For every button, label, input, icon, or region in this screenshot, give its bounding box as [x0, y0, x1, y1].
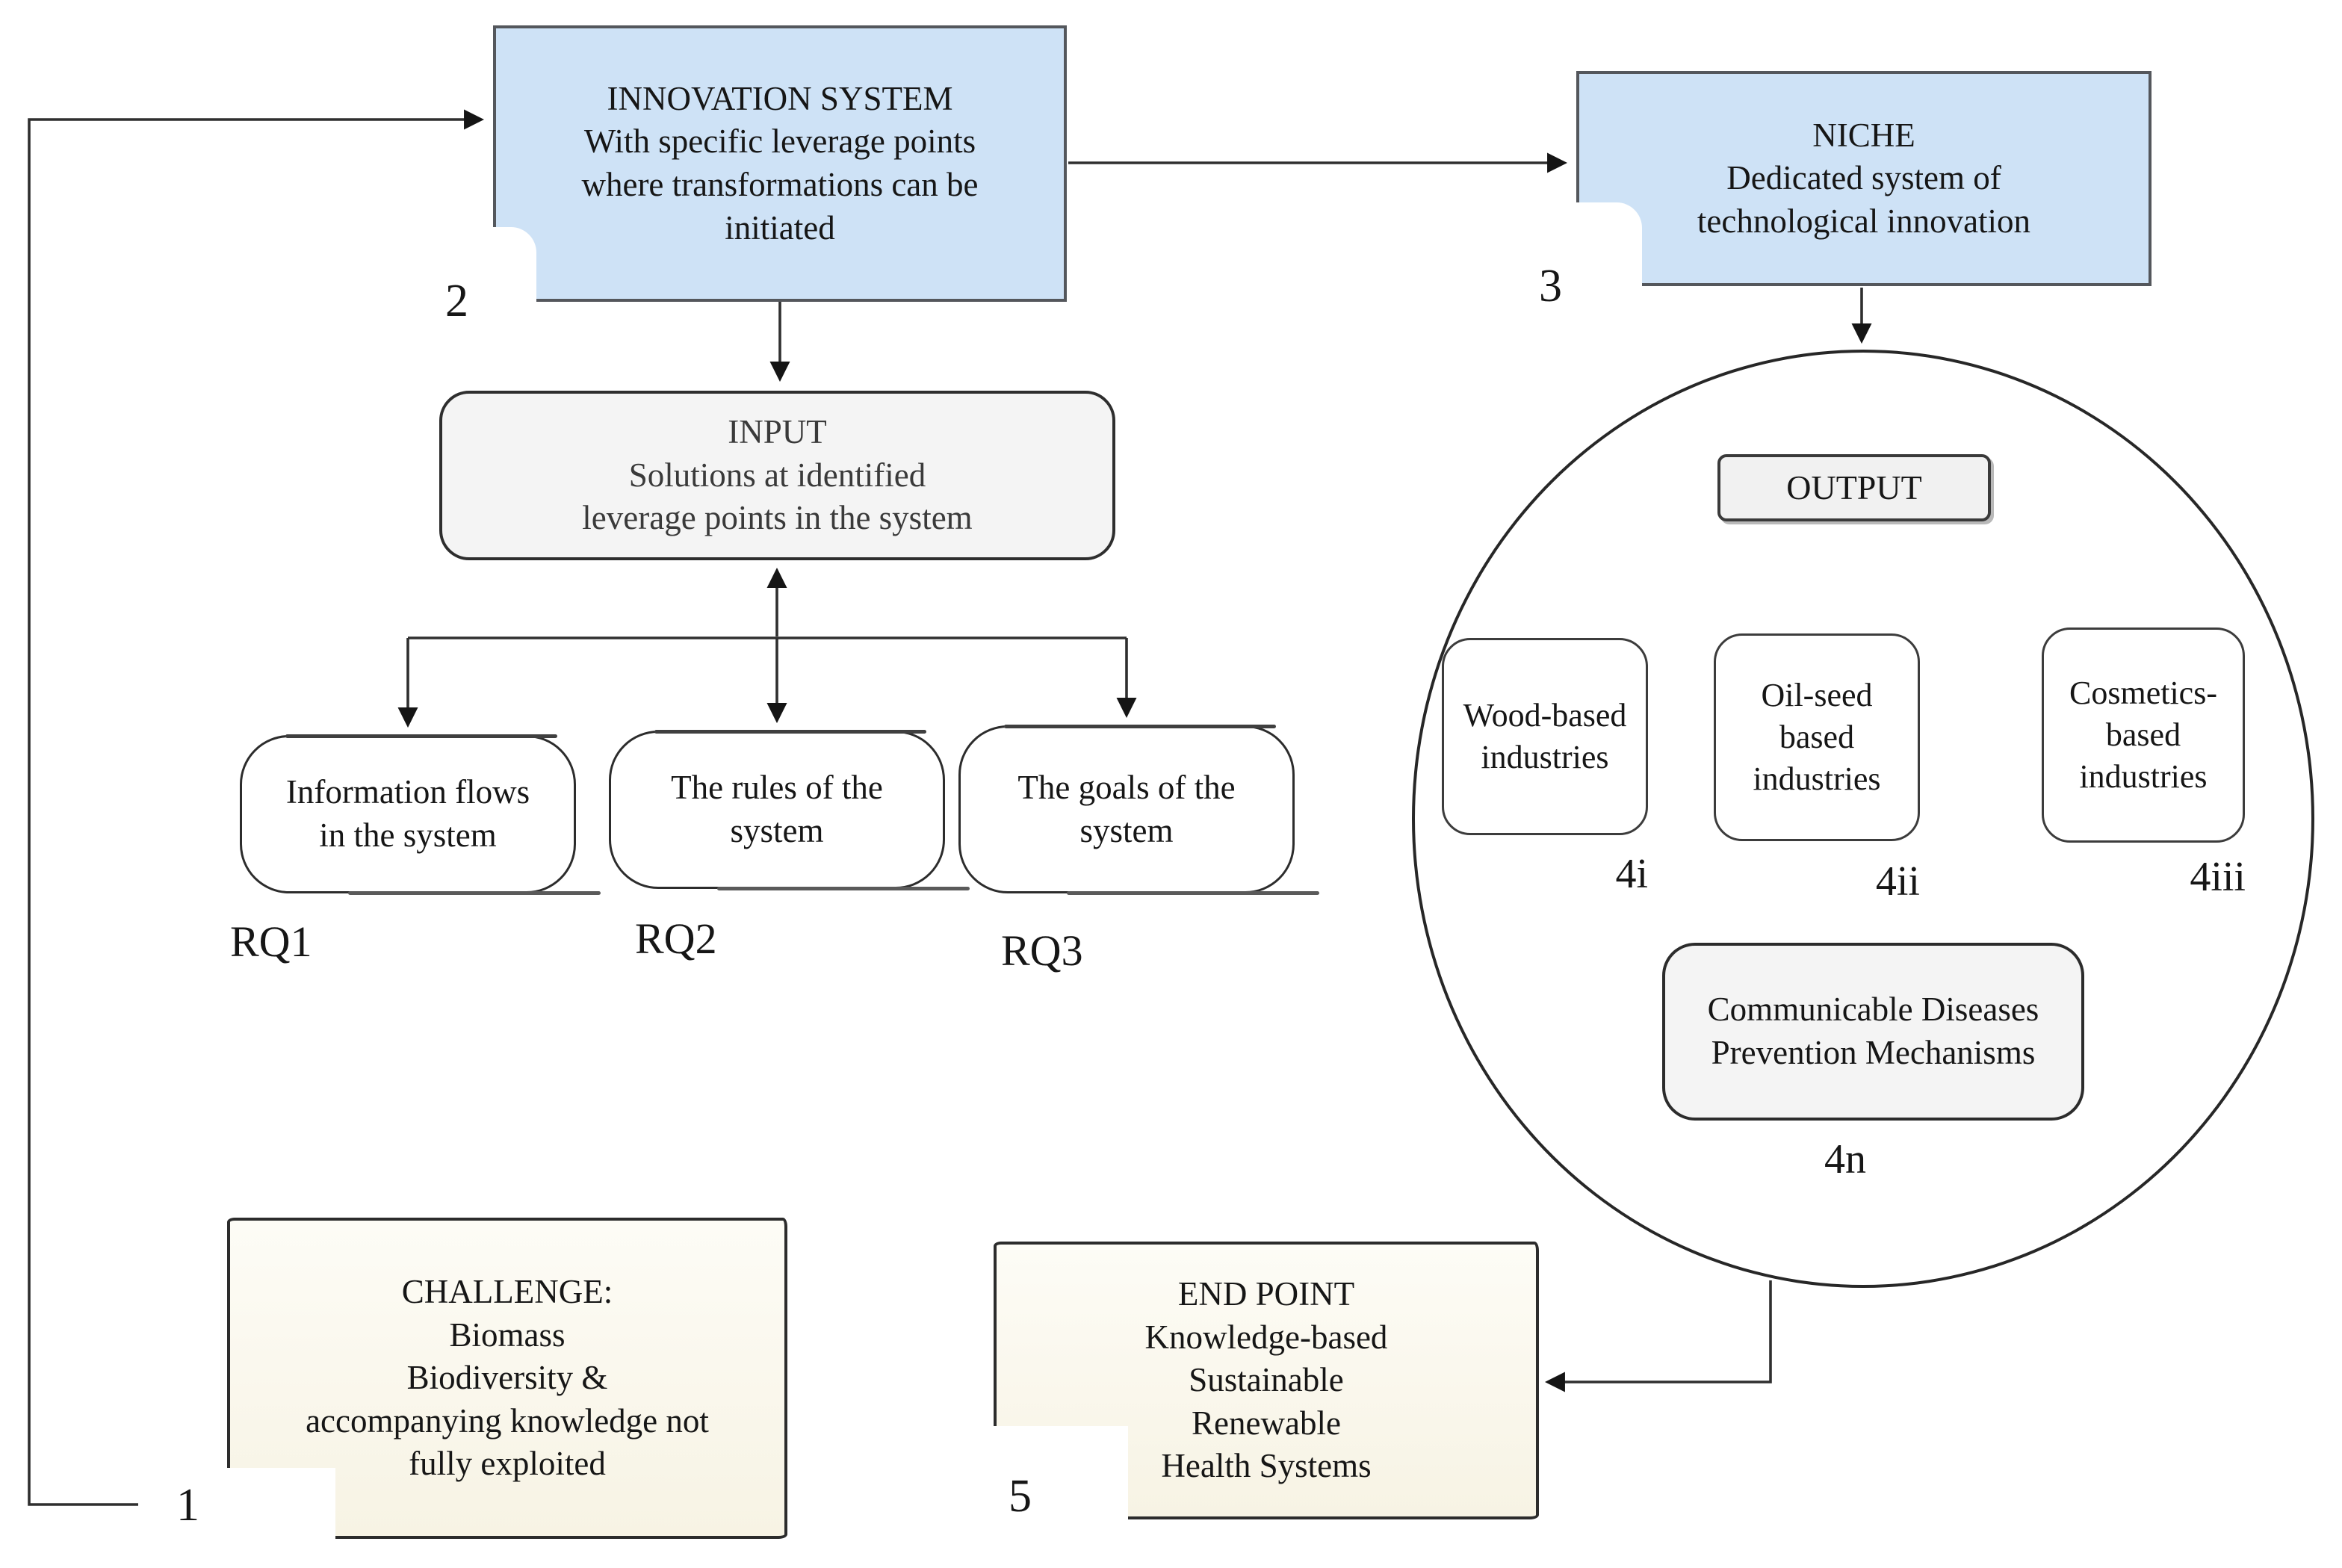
step-badge-2: 2 — [445, 276, 468, 326]
wood-industries-text: Wood-based industries — [1463, 696, 1627, 775]
circle-to-endpoint-arrow — [1544, 1280, 1772, 1392]
innovation-system-text: INNOVATION SYSTEM With specific leverage… — [581, 79, 979, 247]
endpoint-text: END POINT Knowledge-based Sustainable Re… — [1144, 1275, 1388, 1485]
rq1-text: Information flows in the system — [285, 773, 530, 854]
diseases-box: Communicable Diseases Prevention Mechani… — [1662, 943, 2084, 1121]
wood-industries-box: Wood-based industries — [1442, 638, 1648, 835]
diseases-text: Communicable Diseases Prevention Mechani… — [1707, 991, 2039, 1071]
step-badge-3: 3 — [1539, 261, 1562, 312]
rq2-box: The rules of the system — [609, 730, 970, 890]
input-text: INPUT Solutions at identified leverage p… — [582, 413, 973, 537]
rq3-label: RQ3 — [1001, 926, 1083, 975]
oilseed-industries-text: Oil-seed based industries — [1753, 676, 1881, 798]
step-badge-1: 1 — [176, 1480, 199, 1531]
rq1-box: Information flows in the system — [240, 734, 601, 895]
sketch-stroke — [285, 734, 557, 738]
rq3-text: The goals of the system — [1017, 768, 1236, 849]
niche-boundary-circle — [1412, 350, 2314, 1288]
feedback-loop-arrow — [28, 109, 485, 1506]
input-box: INPUT Solutions at identified leverage p… — [439, 391, 1115, 560]
challenge-box: CHALLENGE: Biomass Biodiversity & accomp… — [227, 1218, 787, 1539]
sketch-stroke — [1067, 891, 1319, 895]
corner-notch — [493, 227, 536, 302]
rq2-text: The rules of the system — [671, 769, 883, 849]
cosmetics-industries-text: Cosmetics- based industries — [2069, 674, 2217, 796]
rq3-box: The goals of the system — [958, 725, 1319, 895]
corner-notch — [227, 1468, 335, 1539]
sketch-stroke — [654, 730, 926, 734]
niche-box: NICHE Dedicated system of technological … — [1576, 71, 2152, 286]
innovation-system-box: INNOVATION SYSTEM With specific leverage… — [493, 25, 1067, 302]
wood-badge-4i: 4i — [1615, 851, 1648, 897]
oilseed-badge-4ii: 4ii — [1875, 858, 1920, 905]
sketch-stroke — [717, 887, 970, 890]
output-box: OUTPUT — [1717, 454, 1991, 521]
output-label: OUTPUT — [1786, 468, 1922, 506]
sketch-stroke — [348, 891, 601, 895]
challenge-text: CHALLENGE: Biomass Biodiversity & accomp… — [306, 1273, 709, 1483]
rq2-label: RQ2 — [635, 914, 717, 963]
cosmetics-industries-box: Cosmetics- based industries — [2042, 627, 2245, 843]
oilseed-industries-box: Oil-seed based industries — [1714, 633, 1920, 841]
corner-notch — [994, 1426, 1128, 1519]
step-badge-5: 5 — [1009, 1471, 1032, 1522]
cosmetics-badge-4iii: 4iii — [2190, 854, 2246, 900]
sketch-stroke — [1003, 725, 1276, 728]
rq1-label: RQ1 — [230, 917, 312, 966]
corner-notch — [1576, 202, 1642, 286]
diseases-badge-4n: 4n — [1824, 1136, 1866, 1183]
endpoint-box: END POINT Knowledge-based Sustainable Re… — [994, 1242, 1539, 1519]
niche-text: NICHE Dedicated system of technological … — [1697, 116, 2031, 240]
